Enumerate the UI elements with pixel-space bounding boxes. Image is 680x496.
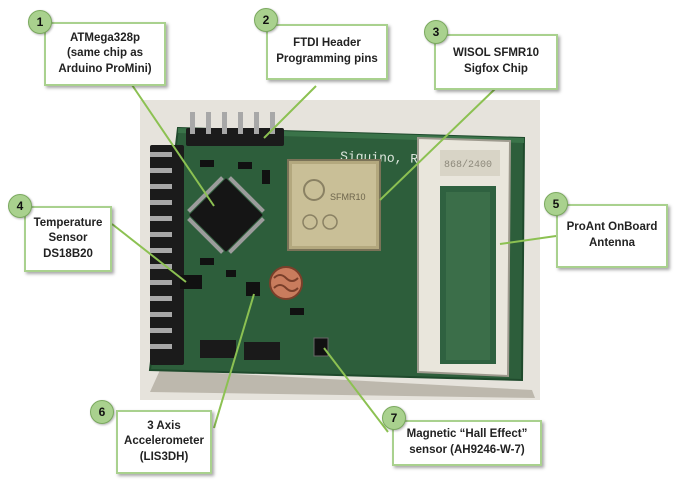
temperature-sensor-chip [180,275,202,289]
badge-7: 7 [382,406,406,430]
badge-3: 3 [424,20,448,44]
callout-2-ftdi: FTDI Header Programming pins [266,24,388,80]
photoresistor [269,266,303,300]
badge-5: 5 [544,192,568,216]
callout-5-label: ProAnt OnBoard Antenna [566,221,658,249]
callout-1-atmega: ATMega328p (same chip as Arduino ProMini… [44,22,166,86]
antenna-text: 868/2400 [444,159,492,171]
callout-6-accelerometer: 3 Axis Accelerometer (LIS3DH) [116,410,212,474]
ftdi-header-pins [186,112,284,146]
callout-3-sigfox: WISOL SFMR10 Sigfox Chip [434,34,558,90]
callout-2-label: FTDI Header Programming pins [276,37,378,65]
badge-4: 4 [8,194,32,218]
smd-components [200,160,304,360]
callout-4-label: Temperature Sensor DS18B20 [33,216,103,260]
hall-sensor-chip [313,337,329,357]
sigfox-module: SFMR10 [287,159,381,251]
callout-5-antenna: ProAnt OnBoard Antenna [556,204,668,268]
badge-6: 6 [90,400,114,424]
left-header-pins [150,145,184,365]
callout-1-label: ATMega328p (same chip as Arduino ProMini… [58,31,152,75]
antenna-board: 868/2400 [417,136,512,378]
callout-6-label: 3 Axis Accelerometer (LIS3DH) [124,419,204,463]
leader-lines [111,81,557,433]
callout-3-label: WISOL SFMR10 Sigfox Chip [452,47,540,75]
badge-2: 2 [254,8,278,32]
callout-7-hall-sensor: Magnetic “Hall Effect” sensor (AH9246-W-… [392,420,542,466]
badge-1: 1 [28,10,52,34]
callout-7-label: Magnetic “Hall Effect” sensor (AH9246-W-… [406,428,528,456]
callout-4-temperature: Temperature Sensor DS18B20 [24,206,112,272]
accelerometer-chip [246,282,260,296]
module-text: SFMR10 [330,192,366,202]
